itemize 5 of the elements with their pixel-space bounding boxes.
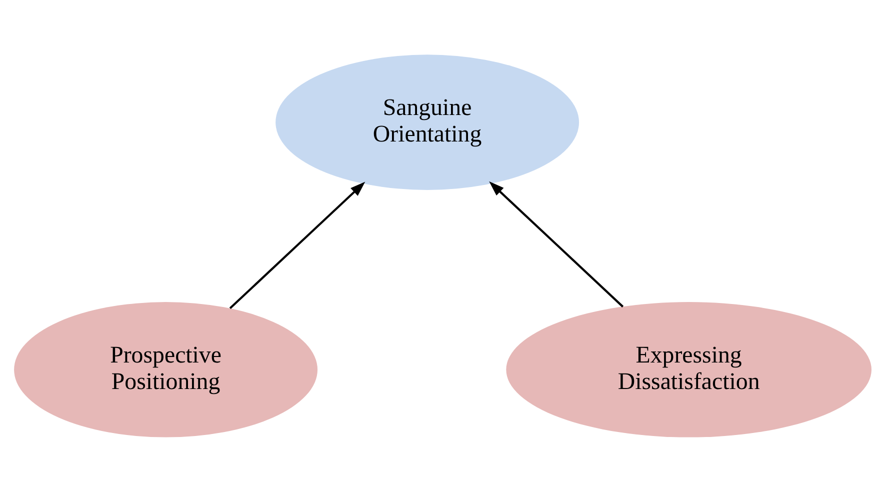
node-ellipse: Expressing Dissatisfaction	[506, 302, 872, 438]
arrow	[489, 181, 624, 308]
node-ellipse: Sanguine Orientating	[276, 54, 580, 190]
node-ellipse: Prospective Positioning	[14, 302, 318, 438]
arrow	[229, 182, 366, 310]
